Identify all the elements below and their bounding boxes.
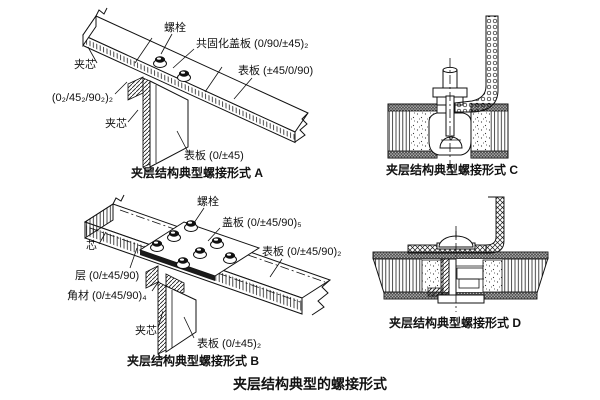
caption-d: 夹层结构典型螺接形式 D <box>389 315 521 330</box>
label-b-bolt: 螺栓 <box>197 194 219 208</box>
label-a-cocured-cover-plate: 共固化盖板 (0/90/±45)₂ <box>196 36 308 50</box>
label-b-ply: 层 (0/±45/90) <box>75 269 139 282</box>
caption-c: 夹层结构典型螺接形式 C <box>386 162 518 177</box>
sandwich-web-b <box>157 281 197 360</box>
caption-b: 夹层结构典型螺接形式 B <box>127 353 259 368</box>
label-a-bottom-face-sheet: 表板 (0/±45) <box>184 148 244 162</box>
label-a-top-face-sheet: 表板 (±45/0/90) <box>238 63 313 77</box>
diagram-a: 螺栓 共固化盖板 (0/90/±45)₂ 表板 (±45/0/90) 夹芯 (0… <box>52 7 313 180</box>
caption-a: 夹层结构典型螺接形式 A <box>131 165 263 180</box>
label-b-angle: 角材 (0/±45/90)₄ <box>67 288 147 302</box>
label-b-top-face-sheet: 表板 (0/±45/90)₂ <box>262 244 341 258</box>
figure-title: 夹层结构典型的螺接形式 <box>233 376 387 392</box>
laminate-angle-c <box>454 15 499 113</box>
label-b-core: 芯 <box>86 238 97 252</box>
label-b-bottom-face-sheet: 表板 (0/±45)₂ <box>197 336 261 350</box>
diagram-b: 螺栓 盖板 (0/±45/90)₅ 表板 (0/±45/90)₂ 芯 层 (0/… <box>67 194 341 368</box>
diagram-c: 夹层结构典型螺接形式 C <box>386 15 518 177</box>
label-a-bolt: 螺栓 <box>164 20 186 34</box>
label-b-web-core: 夹芯 <box>135 323 157 337</box>
sandwich-panel-d <box>372 251 549 300</box>
potted-insert-d <box>427 258 485 304</box>
label-b-cover-plate: 盖板 (0/±45/90)₅ <box>222 215 302 229</box>
label-a-layup: (0₂/45₂/90₂)₂ <box>52 92 113 104</box>
leader-lines-a <box>87 33 253 153</box>
label-a-web-core: 夹芯 <box>105 116 127 130</box>
sandwich-web-a <box>142 77 189 173</box>
leader-lines-b <box>98 207 283 339</box>
diagram-d: 夹层结构典型螺接形式 D <box>372 196 549 330</box>
sandwich-panel-a <box>82 7 309 144</box>
label-a-core-left: 夹芯 <box>74 57 96 71</box>
